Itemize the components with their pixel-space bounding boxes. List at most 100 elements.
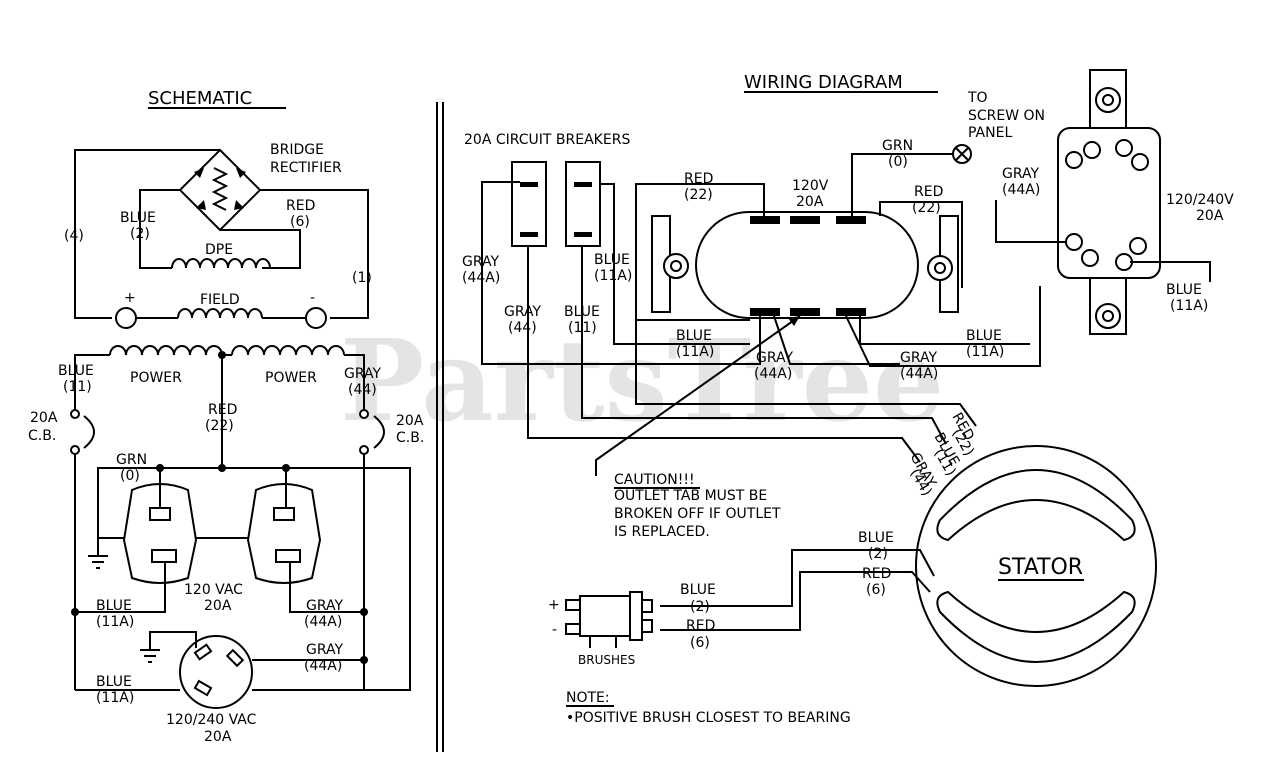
rect-right-wire [260, 189, 369, 240]
red-6-wire [660, 571, 931, 631]
caution-line-4: IS REPLACED. [614, 524, 710, 540]
caution-line-2: OUTLET TAB MUST BE [614, 488, 767, 504]
stator-slot-bottom [936, 590, 1136, 663]
wiring-panel: WIRING DIAGRAM 20A CIRCUIT BREAKERS 120V… [462, 69, 1234, 726]
grn-num: (0) [120, 468, 140, 484]
outlet-120-label-2: 20A [796, 194, 824, 210]
blue-11a-left-wire [600, 183, 750, 345]
field-minus: - [310, 290, 315, 306]
gray-44a-top-name: GRAY [1002, 166, 1039, 182]
gray-44-name: GRAY [504, 304, 541, 320]
power-right-label: POWER [265, 370, 317, 386]
gray-44a-mid-num: (44A) [754, 366, 792, 382]
outlet-240-label-2: 20A [204, 729, 232, 745]
blue-2-wire [139, 189, 180, 269]
caution-line-1: CAUTION!!! [614, 472, 695, 488]
outlet-240-label-2: 20A [1196, 208, 1224, 224]
gray-44a-top-wire [995, 200, 1066, 243]
blue-2-name: BLUE [858, 530, 894, 546]
outlet-240-label-1: 120/240V [1166, 192, 1234, 208]
blue-11a-right-wire [859, 316, 1030, 345]
blue-2-num: (2) [868, 546, 888, 562]
outlet-120-label-1: 120V [792, 178, 829, 194]
cb-right-bottom-terminal [359, 445, 369, 455]
wire-4-label: (4) [64, 228, 84, 244]
to-screw-1: TO [967, 90, 988, 106]
gray-44a-mid2-num: (44A) [900, 366, 938, 382]
cb-right-amp: 20A [396, 413, 424, 429]
brush-minus: - [552, 622, 557, 638]
outlet-120-label-2: 20A [204, 598, 232, 614]
brush-blue-num: (2) [690, 599, 710, 615]
red-22-num: (22) [205, 418, 234, 434]
red-6-name: RED [286, 198, 315, 214]
gray-44-wire [527, 246, 921, 463]
blue-11-name: BLUE [564, 304, 600, 320]
red-6-wire [220, 229, 301, 269]
grn-name: GRN [882, 138, 913, 154]
blue-11-name: BLUE [58, 363, 94, 379]
blue-2-name: BLUE [120, 210, 156, 226]
blue-2-wire [660, 549, 935, 607]
watermark: PartsTree [340, 316, 944, 447]
schematic-panel: SCHEMATIC BRIDGE RECTIFIER (4) BLUE (2) … [28, 88, 424, 745]
cb-left-bottom-terminal [70, 445, 80, 455]
blue-11a-far-wire [1130, 261, 1211, 282]
breakers-label: 20A CIRCUIT BREAKERS [464, 132, 630, 148]
gray-44a-2-num: (44A) [304, 658, 342, 674]
dpe-coil [171, 258, 271, 269]
blue-11-num: (11) [568, 320, 597, 336]
schematic-title: SCHEMATIC [148, 88, 252, 109]
blue-11a-1-num: (11A) [96, 614, 134, 630]
bridge-label-2: RECTIFIER [270, 160, 342, 176]
red-22-right-wire [879, 201, 963, 288]
stator-label: STATOR [998, 555, 1083, 580]
wire-1-label: (1) [352, 270, 372, 286]
outlet-120-left [122, 483, 198, 584]
blue-11a-far-name: BLUE [1166, 282, 1202, 298]
to-screw-2: SCREW ON [968, 108, 1045, 124]
bridge-label-1: BRIDGE [270, 142, 324, 158]
blue-11a-1-name: BLUE [96, 598, 132, 614]
blue-11a-2-name: BLUE [96, 674, 132, 690]
red-22-stator-wire [635, 320, 977, 427]
power-coil-right [231, 345, 345, 356]
blue-11a-right-name: BLUE [966, 328, 1002, 344]
red-22-top-name: RED [684, 171, 713, 187]
cb-right-arc [373, 415, 385, 449]
note-title: NOTE: [566, 690, 610, 706]
caution-line-3: BROKEN OFF IF OUTLET [614, 506, 781, 522]
power-left-label: POWER [130, 370, 182, 386]
brush-plus-symbol [115, 307, 137, 329]
outlet-120-label-1: 120 VAC [184, 582, 243, 598]
red-6-num: (6) [866, 582, 886, 598]
gray-44a-1-name: GRAY [306, 598, 343, 614]
power-coil-left [109, 345, 223, 356]
red-22-top-num: (22) [684, 187, 713, 203]
field-plus: + [124, 290, 136, 306]
red-6-name: RED [862, 566, 891, 582]
brush-red-name: RED [686, 618, 715, 634]
gray-44a-mid2-name: GRAY [900, 350, 937, 366]
cb-left-top-terminal [70, 409, 80, 419]
blue-11-wire [581, 246, 947, 445]
wire-1 [330, 240, 369, 319]
gray-44a-left-name: GRAY [462, 254, 499, 270]
outlet-240-label-1: 120/240 VAC [166, 712, 257, 728]
note-text: •POSITIVE BRUSH CLOSEST TO BEARING [566, 710, 851, 726]
gray-44-num: (44) [348, 382, 377, 398]
gray-44a-top-num: (44A) [1002, 182, 1040, 198]
cb-right-top-terminal [359, 409, 369, 419]
red-22-right-name: RED [914, 184, 943, 200]
brush-minus-symbol [305, 307, 327, 329]
gray-44a-mid-wire [773, 315, 900, 365]
blue-2-num: (2) [130, 226, 150, 242]
gray-44a-mid-name: GRAY [756, 350, 793, 366]
gray-44-name: GRAY [344, 366, 381, 382]
blue-11a-2-num: (11A) [96, 690, 134, 706]
field-coil [177, 308, 263, 319]
blue-11a-mid-name: BLUE [676, 328, 712, 344]
cb-right-label: C.B. [396, 430, 424, 446]
stator-slot-top [936, 469, 1136, 542]
